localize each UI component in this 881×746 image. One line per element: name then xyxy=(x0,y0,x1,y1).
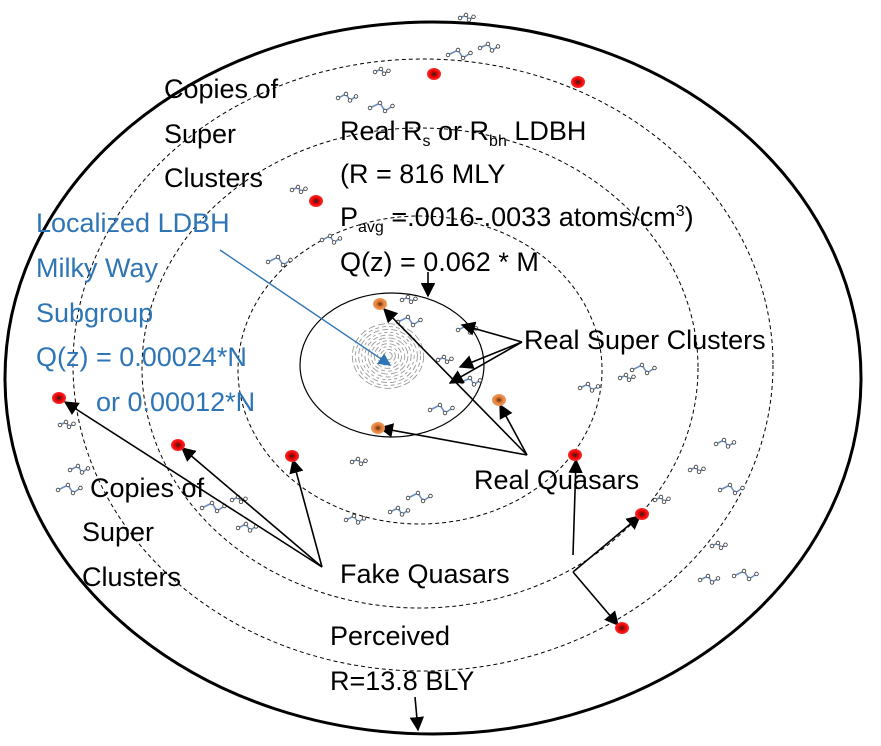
galaxy-cluster-icon xyxy=(67,463,91,475)
galaxy-cluster-icon xyxy=(319,233,343,245)
arrow-perceived xyxy=(409,696,424,732)
galaxy-cluster-icon xyxy=(717,482,745,496)
galaxy-cluster-icon xyxy=(405,490,433,504)
red-dot-icon xyxy=(285,450,299,462)
galaxy-cluster-icon xyxy=(349,456,368,466)
galaxy-cluster-icon xyxy=(445,47,473,61)
copies-top-line2: Super xyxy=(164,119,236,149)
red-dot-icon xyxy=(171,439,185,451)
galaxy-cluster-icon xyxy=(57,419,76,429)
arrow-rsc-3 xyxy=(448,341,523,384)
copies-bottom-line1: Copies of xyxy=(90,473,205,503)
red-dot-icon xyxy=(52,392,66,404)
orange-dot-icon xyxy=(373,298,387,310)
galaxy-cluster-icon xyxy=(652,494,671,504)
galaxy-cluster-icon xyxy=(709,540,728,550)
perceived-line1: Perceived xyxy=(330,621,450,651)
dashed-ring-middle xyxy=(141,127,699,609)
arrow-fake-1 xyxy=(63,401,323,568)
real-rs-solid-ring xyxy=(299,292,485,438)
galaxy-cluster-icon xyxy=(367,100,395,114)
red-dot-icon xyxy=(568,449,582,461)
copies-top-line1: Copies of xyxy=(164,74,279,104)
galaxy-cluster-icon xyxy=(335,91,359,103)
galaxy-cluster-icon xyxy=(731,568,759,582)
galaxy-cluster-icon xyxy=(372,66,391,76)
real-rs-line4: Q(z) = 0.062 * M xyxy=(340,247,539,277)
real-super-clusters-label: Real Super Clusters xyxy=(524,325,766,355)
red-dot-icon xyxy=(309,195,323,207)
arrow-real-1 xyxy=(378,423,528,456)
galaxy-cluster-icon xyxy=(435,354,454,364)
orange-dot-icon xyxy=(371,422,385,434)
arrow-localized xyxy=(219,249,392,366)
galaxy-cluster-icon xyxy=(457,12,476,22)
arrow-rsc-1 xyxy=(460,321,523,343)
galaxy-cluster-icon xyxy=(629,362,657,376)
orange-dot-icon xyxy=(492,394,506,406)
galaxy-cluster-icon xyxy=(343,513,367,525)
galaxy-cluster-icon xyxy=(387,505,411,517)
arrow-fake-2 xyxy=(180,447,323,568)
arrows xyxy=(63,272,642,732)
real-rs-line1: Real Rs or Rbh LDBH xyxy=(340,116,586,150)
localized-line1: Localized LDBH xyxy=(36,208,230,238)
outer-universe-boundary xyxy=(3,20,863,736)
dashed-ring-outer xyxy=(72,58,774,672)
galaxy-cluster-icon xyxy=(713,437,737,449)
fake-quasars xyxy=(52,68,649,634)
perceived-line2: R=13.8 BLY xyxy=(330,666,474,696)
fake-quasars-label: Fake Quasars xyxy=(340,559,510,589)
red-dot-icon xyxy=(427,68,441,80)
copies-bottom-line2: Super xyxy=(82,517,154,547)
real-rs-line2: (R = 816 MLY xyxy=(340,159,505,189)
dashed-ring-inner xyxy=(237,215,603,525)
galaxy-cluster-icon xyxy=(399,294,418,304)
arrow-fake-3 xyxy=(289,458,323,568)
localized-line2: Milky Way xyxy=(36,253,158,283)
red-dot-icon xyxy=(571,76,585,88)
red-dot-icon xyxy=(615,622,629,634)
galaxy-cluster-icon xyxy=(697,573,721,585)
galaxy-cluster-icon xyxy=(617,372,636,382)
real-rs-line3: Pavg =.0016-.0033 atoms/cm3) xyxy=(340,202,694,236)
arrow-fake-4 xyxy=(568,458,583,556)
copies-bottom-line3: Clusters xyxy=(82,562,181,592)
arrow-real-3 xyxy=(499,403,528,456)
localized-line3: Subgroup xyxy=(36,298,153,328)
arrow-fake-5 xyxy=(572,515,642,573)
galaxy-cluster-icon xyxy=(427,402,455,416)
arrow-fake-6 xyxy=(572,571,619,627)
spiral-core-icon xyxy=(351,323,425,389)
red-dot-icon xyxy=(635,508,649,520)
galaxy-cluster-icon xyxy=(459,375,483,387)
copies-top-line3: Clusters xyxy=(164,163,263,193)
arrow-rsc-2 xyxy=(458,341,523,369)
real-quasars-label: Real Quasars xyxy=(474,465,639,495)
galaxy-cluster-icon xyxy=(55,482,83,496)
galaxy-cluster-icon xyxy=(265,254,293,268)
localized-line5: or 0.00012*N xyxy=(96,387,255,417)
localized-line4: Q(z) = 0.00024*N xyxy=(36,342,247,372)
real-quasars xyxy=(371,298,506,434)
galaxy-cluster-icon xyxy=(289,184,308,194)
galaxy-cluster-icon xyxy=(477,41,501,53)
galaxy-cluster-icon xyxy=(577,381,601,393)
galaxy-cluster-icon xyxy=(687,464,706,474)
